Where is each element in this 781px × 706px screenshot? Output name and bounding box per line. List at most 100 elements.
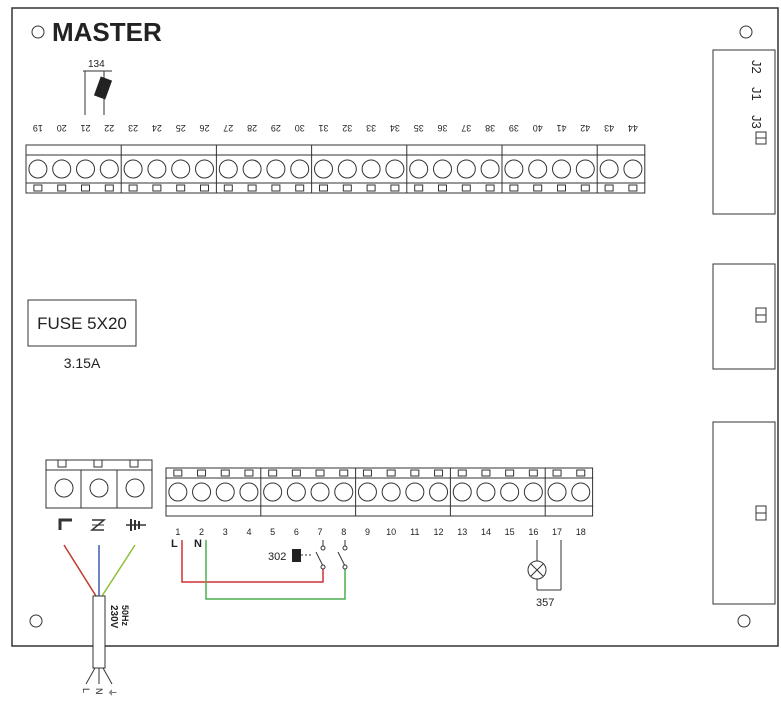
terminal-number: 42 [580,123,590,133]
accessory-label: 134 [88,59,105,70]
mount-hole-top-right [739,25,753,39]
terminal-screw [215,482,235,502]
fuse-label: FUSE 5X20 [37,314,127,333]
connector-bottom [712,421,776,605]
line-label-l: L [171,538,178,550]
connector-j-block: J2 J1 J3 [712,49,776,215]
terminal-number: 44 [628,123,638,133]
terminal-number: 21 [80,123,90,133]
terminal-number: 25 [176,123,186,133]
board-title: MASTER [52,17,162,47]
connector-label-j2: J2 [749,60,764,74]
mount-hole-bottom-left [29,614,43,628]
earth-wire [101,544,136,597]
power-cable [92,595,106,669]
terminal-screw [500,482,520,502]
terminal-screw [337,159,357,179]
terminal-screw [310,482,330,502]
terminal-number: 33 [366,123,376,133]
terminal-screw [28,159,48,179]
terminal-number: 26 [199,123,209,133]
bottom-terminal-strip [165,467,594,517]
line-label-n: N [194,538,202,550]
fuse-box [27,299,137,347]
fuse-rating: 3.15A [64,355,101,371]
terminal-number: 6 [294,527,299,537]
terminal-screw [476,482,496,502]
terminal-screw [456,159,476,179]
terminal-number: 22 [104,123,114,133]
terminal-screw [195,159,214,179]
terminal-number: 23 [128,123,138,133]
terminal-screw [52,159,72,179]
board-outline [11,7,779,647]
terminal-number: 2 [199,527,204,537]
terminal-screw [123,159,143,179]
terminal-number: 37 [461,123,471,133]
phase-wire [63,544,97,597]
terminal-number: 1 [175,527,180,537]
connector-label-j3: J3 [749,115,764,129]
terminal-number: 18 [576,527,586,537]
terminal-number: 39 [509,123,519,133]
terminal-number: 15 [505,527,515,537]
terminal-screw [76,159,95,179]
terminal-screw [429,482,449,502]
terminal-number: 14 [481,527,491,537]
terminal-number: 43 [604,123,614,133]
accessory-134: 134 [83,59,113,115]
terminal-screw [433,159,452,179]
terminal-number: 35 [414,123,424,133]
terminal-screw [599,159,619,179]
terminal-screw [218,159,238,179]
terminal-number: 3 [223,527,228,537]
cable-frequency: 50Hz [120,605,130,627]
terminal-screw [171,159,191,179]
terminal-number: 36 [437,123,447,133]
terminal-number: 4 [246,527,251,537]
terminal-screw [334,482,354,502]
lamp-357: 357 [527,540,562,609]
terminal-number: 27 [223,123,233,133]
terminal-number: 12 [434,527,444,537]
cable-wire-earth: ⏚ [107,688,117,697]
terminal-screw [147,159,167,179]
terminal-screw [571,482,591,502]
terminal-number: 8 [341,527,346,537]
cable-voltage: 230V [108,605,119,629]
green-wire [205,540,346,600]
phase-icon [58,518,72,530]
switch-302: 302 [268,540,348,570]
terminal-number: 32 [342,123,352,133]
switch-label: 302 [268,551,286,563]
terminal-number: 17 [552,527,562,537]
terminal-screw [575,159,595,179]
terminal-number: 24 [152,123,162,133]
terminal-screw [242,159,262,179]
terminal-screw [452,482,472,502]
terminal-number: 9 [365,527,370,537]
terminal-screw [528,159,548,179]
terminal-number: 29 [271,123,281,133]
terminal-screw [504,159,524,179]
terminal-number: 31 [318,123,328,133]
terminal-number: 10 [386,527,396,537]
terminal-number: 41 [556,123,566,133]
terminal-screw [263,482,283,502]
connector-middle [712,263,776,370]
terminal-screw [552,159,571,179]
terminal-screw [385,159,405,179]
mount-hole-top-left [31,25,45,39]
terminal-screw [314,159,333,179]
mount-hole-bottom-right [737,614,751,628]
power-terminal-block [45,459,153,509]
terminal-screw [286,482,306,502]
cable-wire-n: N [94,688,104,695]
terminal-screw [523,482,543,502]
terminal-screw [99,159,119,179]
terminal-number: 38 [485,123,495,133]
terminal-screw [381,482,401,502]
